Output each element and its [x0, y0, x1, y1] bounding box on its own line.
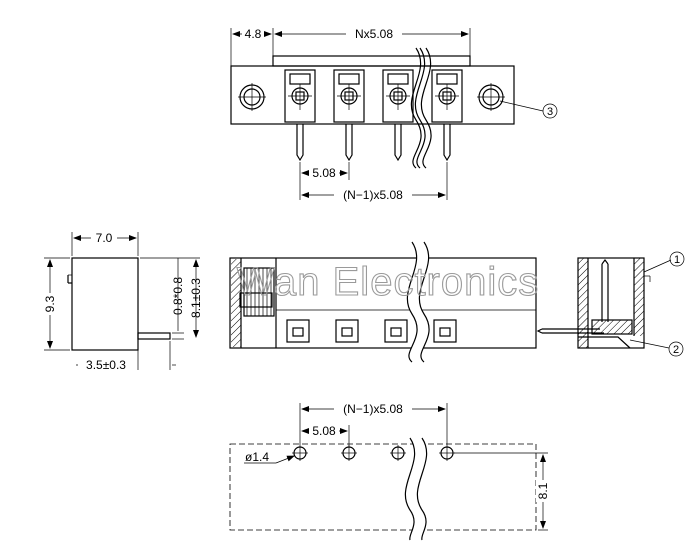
- callout-3-label: 3: [547, 106, 553, 118]
- watermark: Wan Electronics: [237, 260, 540, 304]
- top-view: 4.8 Nx5.08: [230, 27, 558, 202]
- bottom-view: (N−1)x5.08 5.08 ø1.4 8.1: [229, 402, 550, 541]
- dim-pitch-bottom: 5.08: [301, 424, 350, 446]
- wire-openings: [286, 319, 457, 343]
- dim-total-label: Nx5.08: [355, 27, 393, 41]
- dim-depth-label: 7.0: [96, 231, 113, 245]
- pins: [296, 124, 451, 162]
- side-view: 7.0 9.3 0.8*0.8 8.1±0.3: [43, 231, 203, 372]
- mounting-hole-left: [238, 83, 266, 111]
- dim-span-top-label: (N−1)x5.08: [343, 188, 403, 202]
- dim-pin-length: 3.5±0.3: [76, 341, 176, 372]
- mounting-hole-right: [477, 83, 505, 111]
- screw-thread: [239, 267, 275, 317]
- dim-pin-height: 8.1±0.3: [140, 257, 203, 338]
- section-view: 1 2: [536, 251, 685, 357]
- dim-pitch-bottom-label: 5.08: [312, 424, 336, 438]
- dim-depth: 7.0: [71, 231, 139, 256]
- dim-span-bottom-label: (N−1)x5.08: [343, 402, 403, 416]
- dim-offset: 4.8: [230, 27, 274, 70]
- pcb-holes: [292, 445, 455, 461]
- dim-pin-length-label: 3.5±0.3: [86, 358, 126, 372]
- callout-1: 1: [643, 251, 685, 273]
- dim-pin-section: 0.8*0.8: [171, 258, 185, 340]
- dim-span-bottom: (N−1)x5.08: [299, 402, 448, 445]
- dim-hole: ø1.4: [244, 450, 295, 464]
- callout-2: 2: [629, 339, 684, 357]
- dim-offset-label: 4.8: [245, 27, 262, 41]
- callout-1-label: 1: [674, 254, 680, 266]
- terminal-slots: [284, 69, 463, 123]
- dim-pin-section-label: 0.8*0.8: [171, 277, 185, 315]
- dim-pitch-top-label: 5.08: [312, 166, 336, 180]
- dim-hole-label: ø1.4: [245, 450, 269, 464]
- callout-2-label: 2: [673, 344, 679, 356]
- dim-height: 9.3: [43, 257, 70, 351]
- dim-span-top: (N−1)x5.08: [301, 162, 448, 202]
- front-view: [229, 241, 537, 363]
- dim-total: Nx5.08: [274, 27, 471, 58]
- dim-pin-height-label: 8.1±0.3: [189, 278, 203, 318]
- dim-width-label: 8.1: [536, 482, 550, 499]
- callout-3: 3: [499, 100, 558, 119]
- dim-width: 8.1: [454, 452, 550, 531]
- dim-height-label: 9.3: [43, 295, 57, 312]
- dim-pitch-top: 5.08: [299, 162, 350, 200]
